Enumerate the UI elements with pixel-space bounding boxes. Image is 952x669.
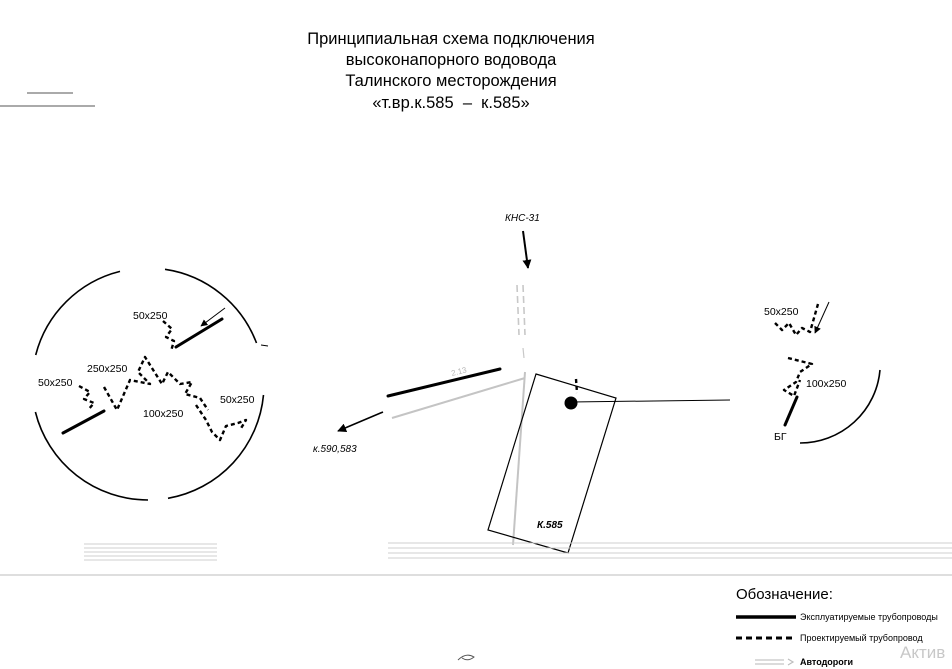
- center-road-stripes: [388, 542, 952, 559]
- pad-designed-stub: [574, 378, 579, 394]
- title-line-4: «т.вр.к.585 – к.585»: [372, 94, 529, 112]
- legend-title: Обозначение:: [736, 586, 833, 603]
- road-segment-short: [522, 347, 525, 359]
- right-label-lower: 100x250: [806, 378, 846, 390]
- left-label-right: 50x250: [220, 394, 255, 406]
- kns-31-arrow: [522, 230, 532, 269]
- center-existing-pipeline: [386, 367, 502, 398]
- left-designed-pipeline-top: [162, 320, 176, 352]
- left-existing-pipeline-top: [174, 317, 224, 349]
- left-detail-arc-top-right: [164, 268, 258, 344]
- legend-label-designed: Проектируемый трубопровод: [800, 633, 923, 643]
- legend-road-arrow-icon: [787, 658, 795, 666]
- left-detail-arc-tick: [260, 344, 269, 347]
- road-vertical: [512, 371, 526, 546]
- road-segment-vertical-b: [522, 284, 526, 336]
- legend-label-road: Автодороги: [800, 657, 853, 667]
- north-mark-icon: [457, 654, 475, 661]
- left-label-left: 50x250: [38, 377, 73, 389]
- right-detail-arc: [799, 369, 881, 444]
- legend-label-existing: Эксплуатируемые трубопроводы: [800, 612, 938, 622]
- pad-connection-line: [570, 399, 731, 403]
- left-flow-arrow: [200, 307, 226, 327]
- left-label-center: 250x250: [87, 363, 127, 375]
- activation-watermark: Актив: [900, 643, 945, 662]
- right-designed-pipeline-top: [774, 303, 820, 337]
- legend: Обозначение: Эксплуатируемые трубопровод…: [736, 586, 938, 667]
- well-pad-label: К.585: [537, 520, 563, 531]
- left-designed-pipeline-left: [78, 384, 96, 411]
- direction-arrow: [337, 411, 384, 432]
- right-designed-pipeline-lower: [782, 356, 814, 398]
- left-road-stripes: [84, 543, 217, 561]
- title-line-1: Принципиальная схема подключения: [307, 30, 594, 48]
- left-detail-arc-top-left: [34, 270, 121, 356]
- connection-node: [564, 396, 578, 410]
- bg-label: БГ: [774, 431, 787, 443]
- center-plan: КНС-31 2.13 к.590,583 К.585: [313, 213, 731, 554]
- diagram-title: Принципиальная схема подключения высокон…: [307, 30, 594, 112]
- left-designed-pipeline-right: [195, 404, 248, 442]
- left-detail-arc-bottom-right: [167, 394, 265, 500]
- left-detail-view: 50x250 250x250 50x250 100x250 50x250: [34, 268, 269, 501]
- left-designed-pipeline-center: [102, 355, 209, 412]
- direction-label: к.590,583: [313, 444, 357, 455]
- kns-31-label: КНС-31: [505, 213, 540, 224]
- title-line-2: высоконапорного водовода: [346, 51, 557, 69]
- right-existing-pipeline: [783, 395, 799, 427]
- right-detail-view: 50x250 100x250 БГ: [764, 301, 881, 444]
- left-label-top: 50x250: [133, 310, 168, 322]
- right-flow-arrow: [814, 301, 830, 334]
- road-segment-vertical-a: [516, 284, 520, 336]
- title-line-3: Талинского месторождения: [345, 72, 556, 90]
- road-mark-label: 2.13: [450, 365, 468, 378]
- left-detail-arc-bottom-left: [34, 411, 149, 501]
- left-label-lower: 100x250: [143, 408, 183, 420]
- road-diagonal: [391, 377, 526, 419]
- right-label-top: 50x250: [764, 306, 799, 318]
- left-existing-pipeline-bottom: [61, 409, 106, 435]
